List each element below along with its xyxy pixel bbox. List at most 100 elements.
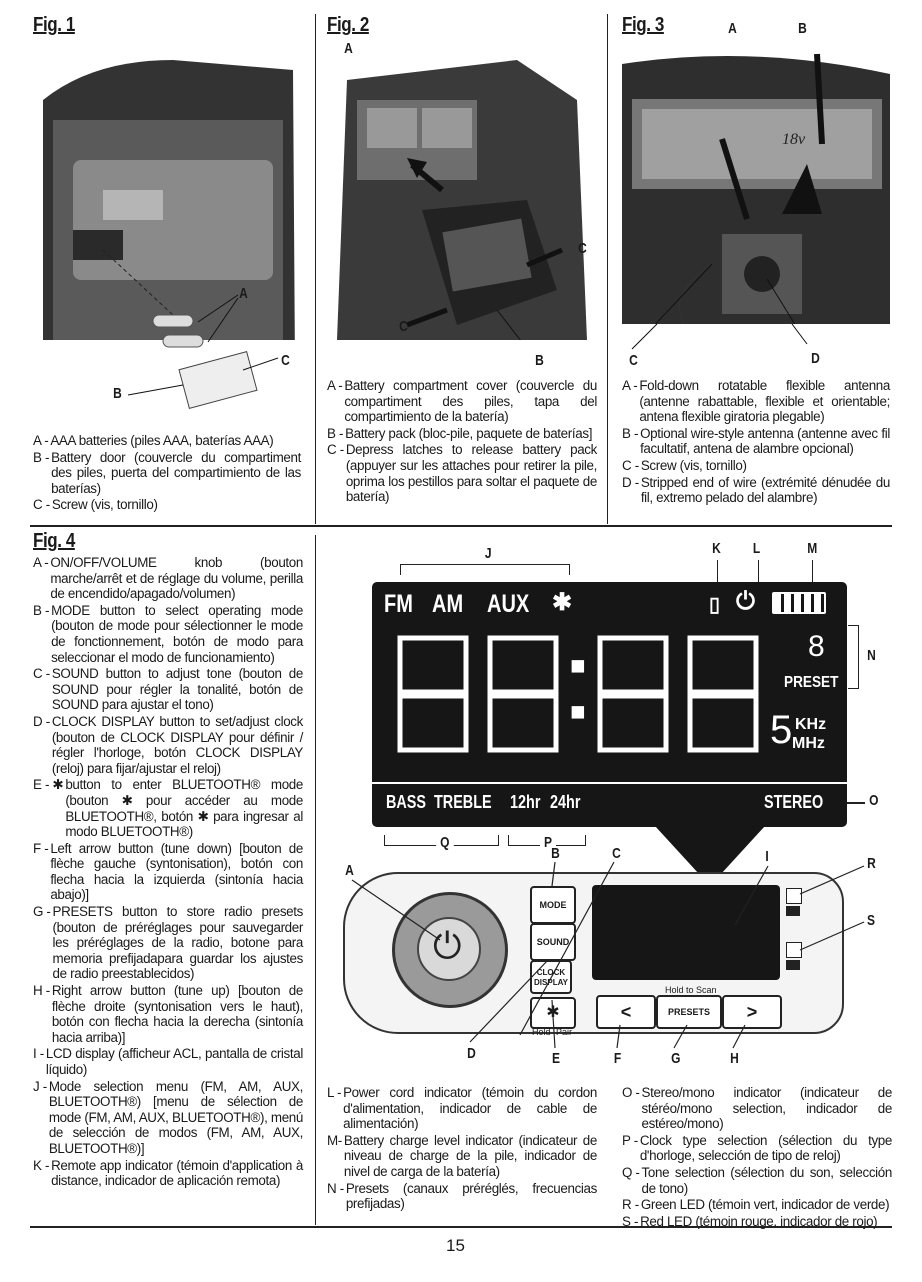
section-rule	[30, 525, 892, 527]
fig3-illustration: 18v	[622, 44, 890, 370]
fig3-photo: 18v	[622, 44, 890, 370]
fig3-title: Fig. 3	[622, 14, 664, 36]
sound-button[interactable]: SOUND	[530, 923, 576, 961]
fig4-item-o: O -Stereo/mono indicator (indicateur de …	[622, 1085, 892, 1132]
bluetooth-button[interactable]: ✱	[530, 997, 576, 1029]
lcd-line-o	[847, 802, 865, 804]
fig3-callout-d: D	[811, 350, 820, 367]
lcd-line-m	[812, 560, 813, 584]
fig1-callout-b: B	[113, 385, 122, 402]
fig4-legend-right: O -Stereo/mono indicator (indicateur de …	[622, 1085, 892, 1230]
fig1-callout-c: C	[281, 352, 290, 369]
lcd-small-digit: 5	[770, 708, 793, 752]
lcd-digit-2	[484, 634, 562, 754]
red-led-battery-icon	[786, 960, 800, 970]
mode-button[interactable]: MODE	[530, 886, 576, 924]
lcd-treble: TREBLE	[434, 792, 492, 812]
divider-1-2	[315, 14, 316, 524]
panel-callout-d: D	[467, 1045, 476, 1062]
lcd-power-plug-icon: ⏻	[736, 588, 755, 615]
panel-callout-g: G	[671, 1050, 681, 1067]
lcd-preset-label: PRESET	[784, 674, 839, 691]
fig4-item-d: D -CLOCK DISPLAY button to set/adjust cl…	[33, 713, 303, 776]
lcd-window	[592, 885, 780, 980]
lcd-digit-3	[594, 634, 672, 754]
lcd-callout-n: N	[867, 647, 876, 664]
fig1-section: Fig. 1	[33, 14, 303, 37]
lcd-digit-1	[394, 634, 472, 754]
fig3-legend: A -Fold-down rotatable flexible antenna …	[622, 378, 890, 507]
lcd-line-l	[758, 560, 759, 584]
panel-callout-s: S	[867, 912, 876, 929]
red-led	[786, 942, 802, 958]
lcd-24hr: 24hr	[550, 792, 581, 812]
fig2-item-b: B -Battery pack (bloc-pile, paquete de b…	[327, 425, 593, 441]
fig4-legend-left: Fig. 4 A -ON/OFF/VOLUME knob (bouton mar…	[33, 530, 303, 1190]
lcd-bass: BASS	[386, 792, 427, 812]
panel-callout-c: C	[612, 845, 621, 862]
lcd-bluetooth-icon: ✱	[552, 589, 573, 616]
lcd-mode-aux: AUX	[487, 590, 530, 618]
fig4-title: Fig. 4	[33, 530, 75, 552]
fig1-photo	[33, 40, 303, 420]
fig1-title: Fig. 1	[33, 14, 75, 36]
divider-2-3	[607, 14, 608, 524]
hold-to-scan-label: Hold to Scan	[662, 985, 720, 995]
fig4-item-j: J -Mode selection menu (FM, AM, AUX, BLU…	[33, 1078, 303, 1156]
clock-display-button[interactable]: CLOCK DISPLAY	[530, 960, 572, 994]
fig4-legend-mid: L -Power cord indicator (témoin du cordo…	[327, 1085, 597, 1213]
fig3-item-b: B -Optional wire-style antenna (antenne …	[622, 425, 890, 457]
power-icon: ⏻	[433, 925, 462, 966]
fig4-item-f: F -Left arrow button (tune down) [bouton…	[33, 840, 303, 903]
fig4-item-a: A -ON/OFF/VOLUME knob (bouton marche/arr…	[33, 555, 303, 602]
lcd-callout-p: P	[540, 834, 557, 851]
bottom-rule	[30, 1226, 892, 1228]
panel-callout-e: E	[552, 1050, 561, 1067]
fig2-item-a: A -Battery compartment cover (couvercle …	[327, 378, 597, 425]
lcd-separator	[372, 782, 847, 784]
lcd-line-k	[717, 560, 718, 584]
fig3-item-d: D -Stripped end of wire (extrémité dénud…	[622, 474, 890, 506]
fig4-item-b: B -MODE button to select operating mode …	[33, 602, 303, 665]
fig2-callout-b: B	[535, 352, 544, 369]
fig4-item-m: M-Battery charge level indicator (indica…	[327, 1132, 597, 1179]
fig2-section: Fig. 2	[327, 14, 597, 37]
fig3-item-c: C -Screw (vis, tornillo)	[622, 457, 747, 473]
fig4-item-p: P -Clock type selection (sélection du ty…	[622, 1132, 892, 1164]
fig4-item-k: K -Remote app indicator (témoin d'applic…	[33, 1157, 303, 1189]
lcd-battery-icon	[772, 592, 826, 614]
fig3-callout-b: B	[798, 20, 807, 37]
lcd-unit-mhz: MHz	[792, 735, 825, 752]
bluetooth-pair-label: Pair	[556, 1027, 573, 1037]
lcd-remote-app-icon: ▯	[709, 594, 721, 616]
panel-callout-f: F	[613, 1050, 622, 1067]
fig2-callout-a: A	[344, 40, 353, 57]
panel-callout-b: B	[551, 845, 560, 862]
lcd-callout-o: O	[869, 792, 879, 809]
green-led-battery-icon	[786, 906, 800, 916]
lcd-unit-khz: KHz	[795, 716, 827, 733]
panel-callout-a: A	[345, 862, 354, 879]
right-arrow-button[interactable]: >	[722, 995, 782, 1029]
fig4-item-r: R -Green LED (témoin vert, indicador de …	[622, 1197, 890, 1213]
bluetooth-hold-label: Hold	[532, 1027, 551, 1037]
lcd-mode-fm: FM	[384, 590, 413, 618]
fig4-item-h: H -Right arrow button (tune up) [bouton …	[33, 983, 303, 1045]
left-arrow-button[interactable]: <	[596, 995, 656, 1029]
lcd-colon: ▪▪	[569, 637, 587, 739]
lcd-pointer	[655, 826, 765, 886]
fig1-illustration	[33, 40, 303, 420]
fig2-callout-c1: C	[578, 240, 587, 257]
fig4-item-n: N -Presets (canaux préréglés, frecuencia…	[327, 1180, 597, 1212]
fig3-callout-a: A	[728, 20, 737, 37]
divider-fig4	[315, 535, 316, 1225]
lcd-bracket-j	[400, 564, 570, 575]
fig3-item-a: A -Fold-down rotatable flexible antenna …	[622, 378, 890, 425]
lcd-preset-digit: 8	[808, 630, 825, 663]
fig4-item-q: Q -Tone selection (sélection du son, sel…	[622, 1164, 892, 1196]
fig4-item-c: C -SOUND button to adjust tone (bouton d…	[33, 666, 303, 713]
fig4-item-i: I -LCD display (afficheur ACL, pantalla …	[33, 1046, 303, 1077]
panel-callout-r: R	[867, 855, 876, 872]
presets-button[interactable]: PRESETS	[656, 995, 722, 1029]
lcd-bracket-n	[848, 625, 859, 689]
